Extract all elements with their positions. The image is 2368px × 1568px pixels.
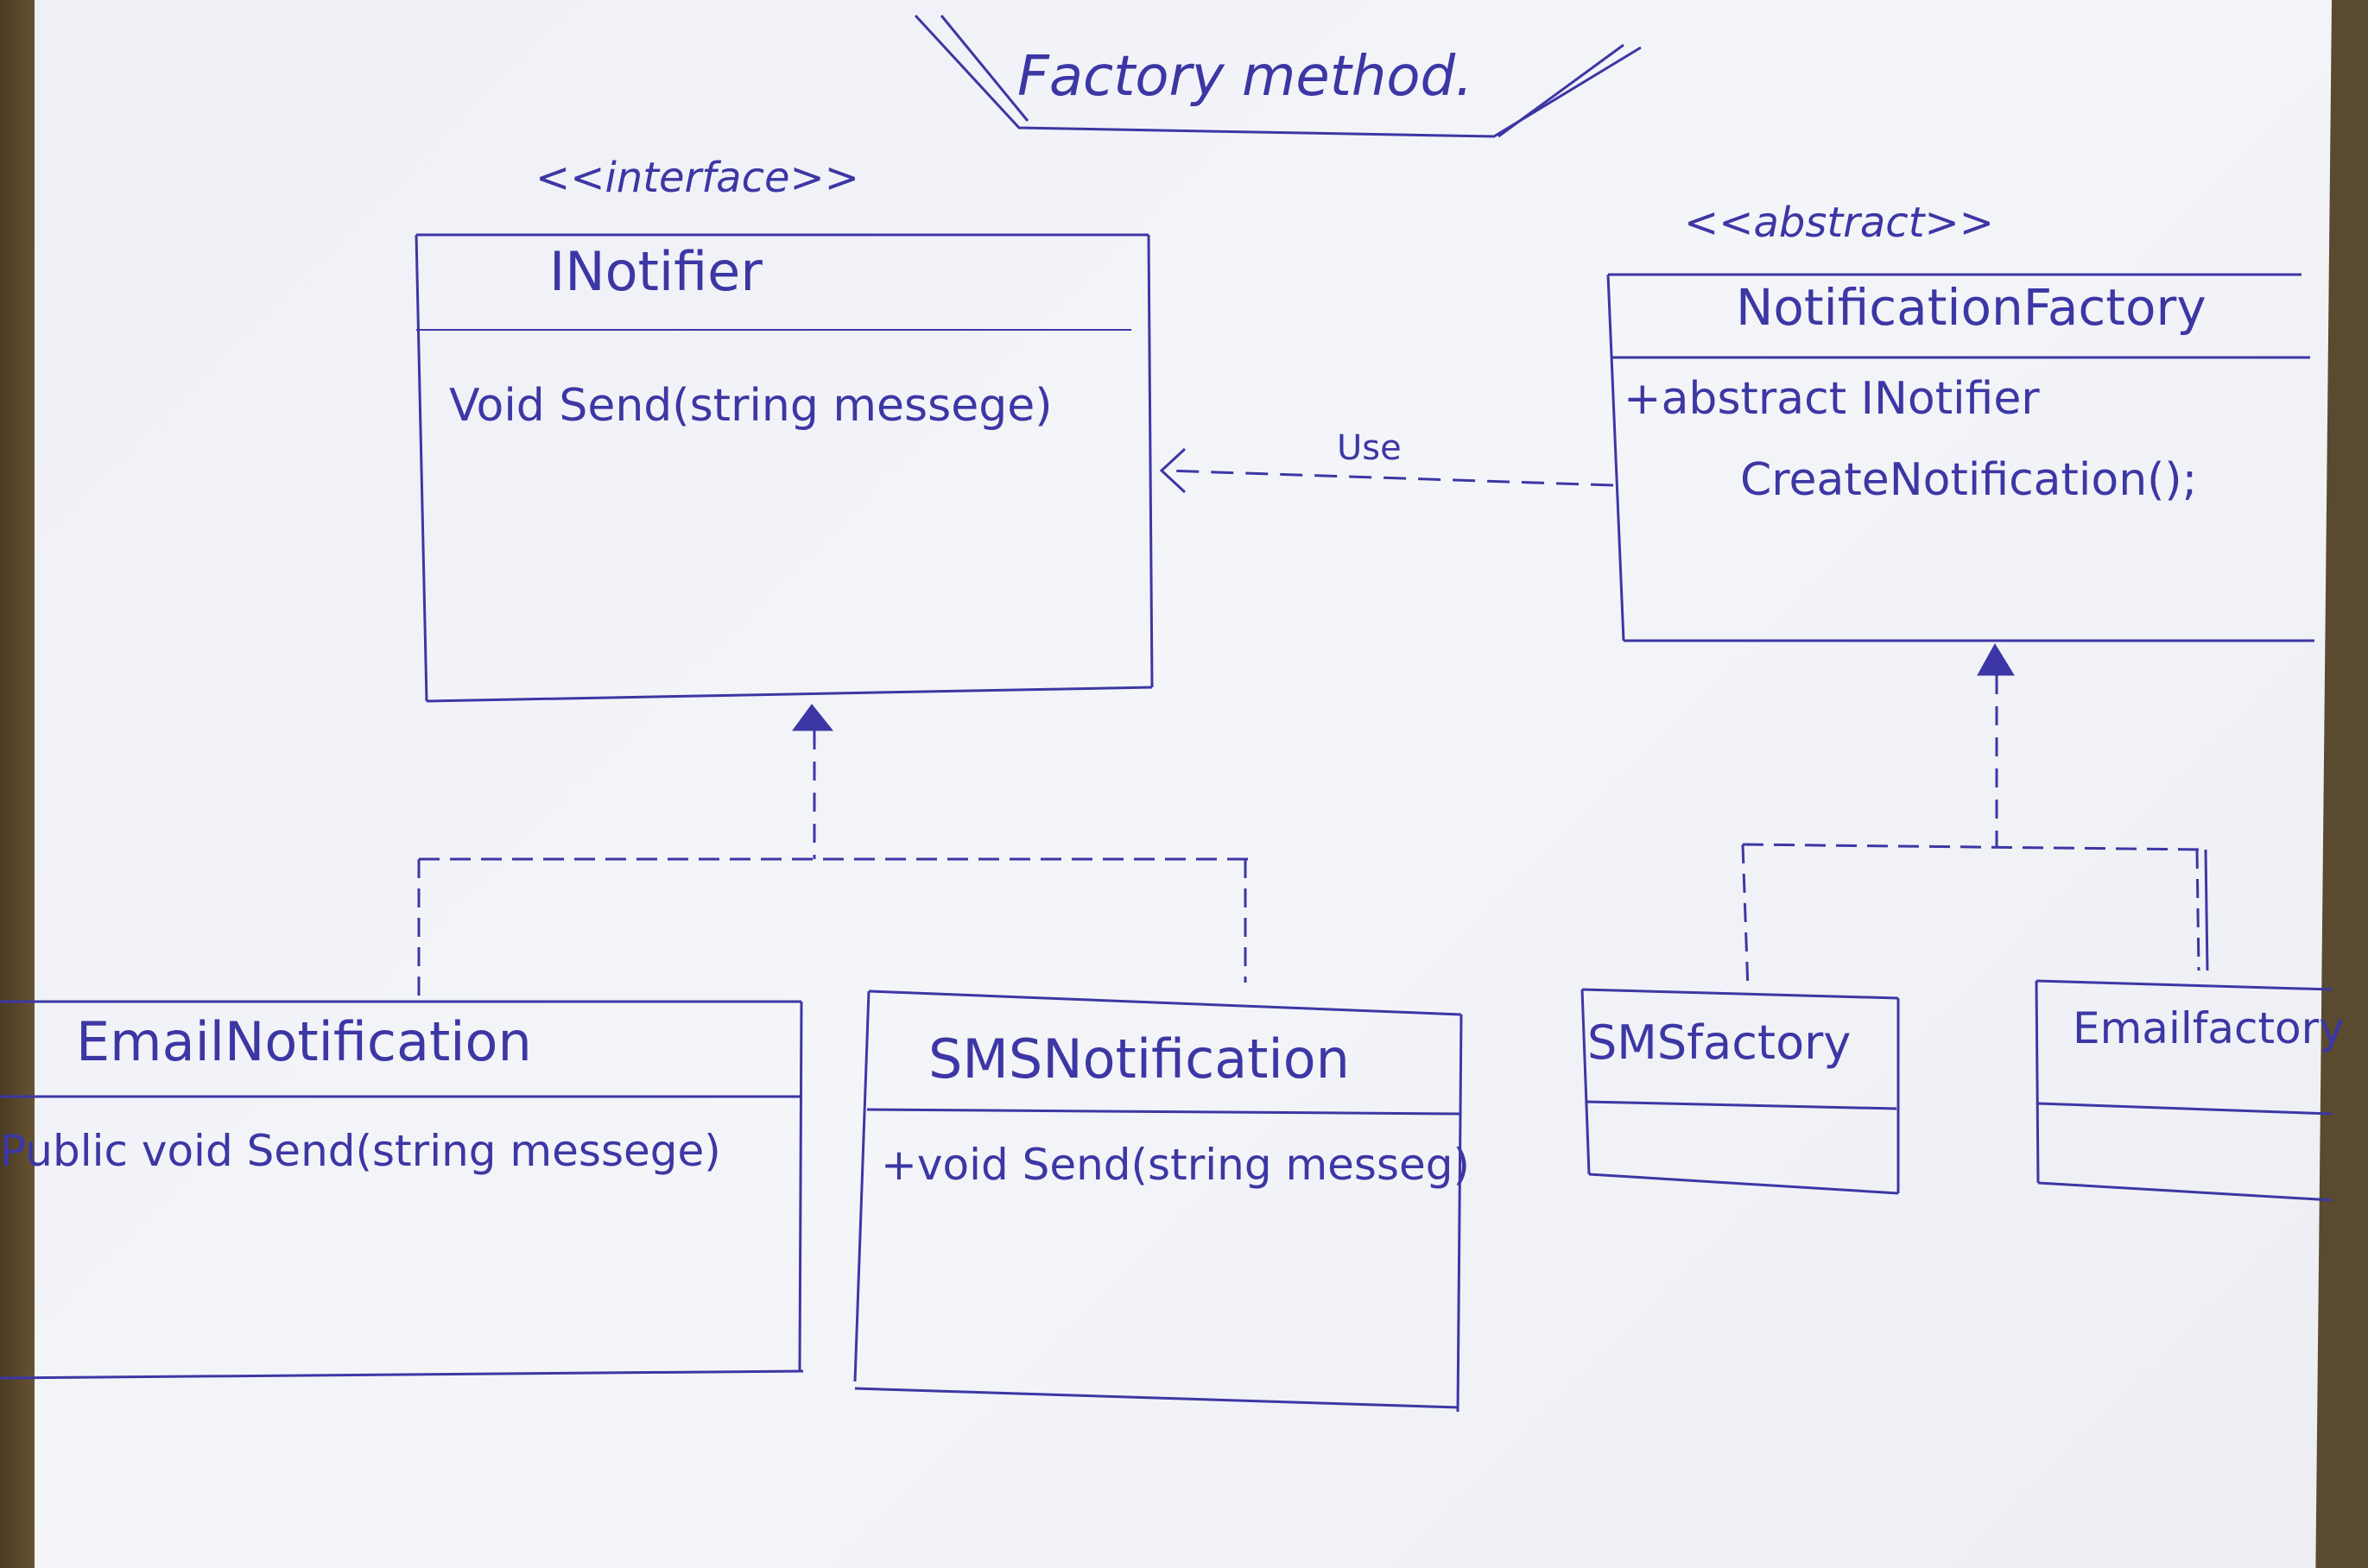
factory-member-2: CreateNotification(); (1740, 454, 2198, 506)
factory-stereotype: <<abstract>> (1684, 199, 1994, 247)
use-label: Use (1337, 428, 1402, 468)
sms-notification-member: +void Send(string messeg) (881, 1140, 1471, 1190)
inotifier-box (415, 233, 1154, 703)
email-factory-name: Emailfactory (2073, 1003, 2345, 1053)
factory-name: NotificationFactory (1736, 278, 2207, 337)
title-banner (914, 14, 1642, 138)
inotifier-realization (417, 704, 1249, 1002)
inotifier-stereotype: <<interface>> (535, 154, 859, 202)
sms-notification-name: SMSNotification (928, 1027, 1350, 1091)
email-notification-name: EmailNotification (76, 1010, 532, 1073)
email-notification-box (0, 1000, 804, 1380)
factory-realization (1741, 643, 2209, 990)
sms-notification-box (853, 989, 1463, 1413)
email-notification-member: Public void Send(string messege) (0, 1126, 721, 1176)
sms-factory-box (1580, 988, 1900, 1195)
notification-factory-box (1606, 273, 2314, 642)
factory-member-1: +abstract INotifier (1624, 373, 2040, 425)
inotifier-name: INotifier (549, 240, 763, 303)
use-dependency-arrow (1159, 447, 1614, 494)
email-factory-box (2035, 979, 2333, 1202)
diagram-title: Factory method. (1017, 45, 1473, 109)
sms-factory-name: SMSfactory (1587, 1015, 1852, 1070)
inotifier-member: Void Send(string messege) (449, 380, 1053, 432)
